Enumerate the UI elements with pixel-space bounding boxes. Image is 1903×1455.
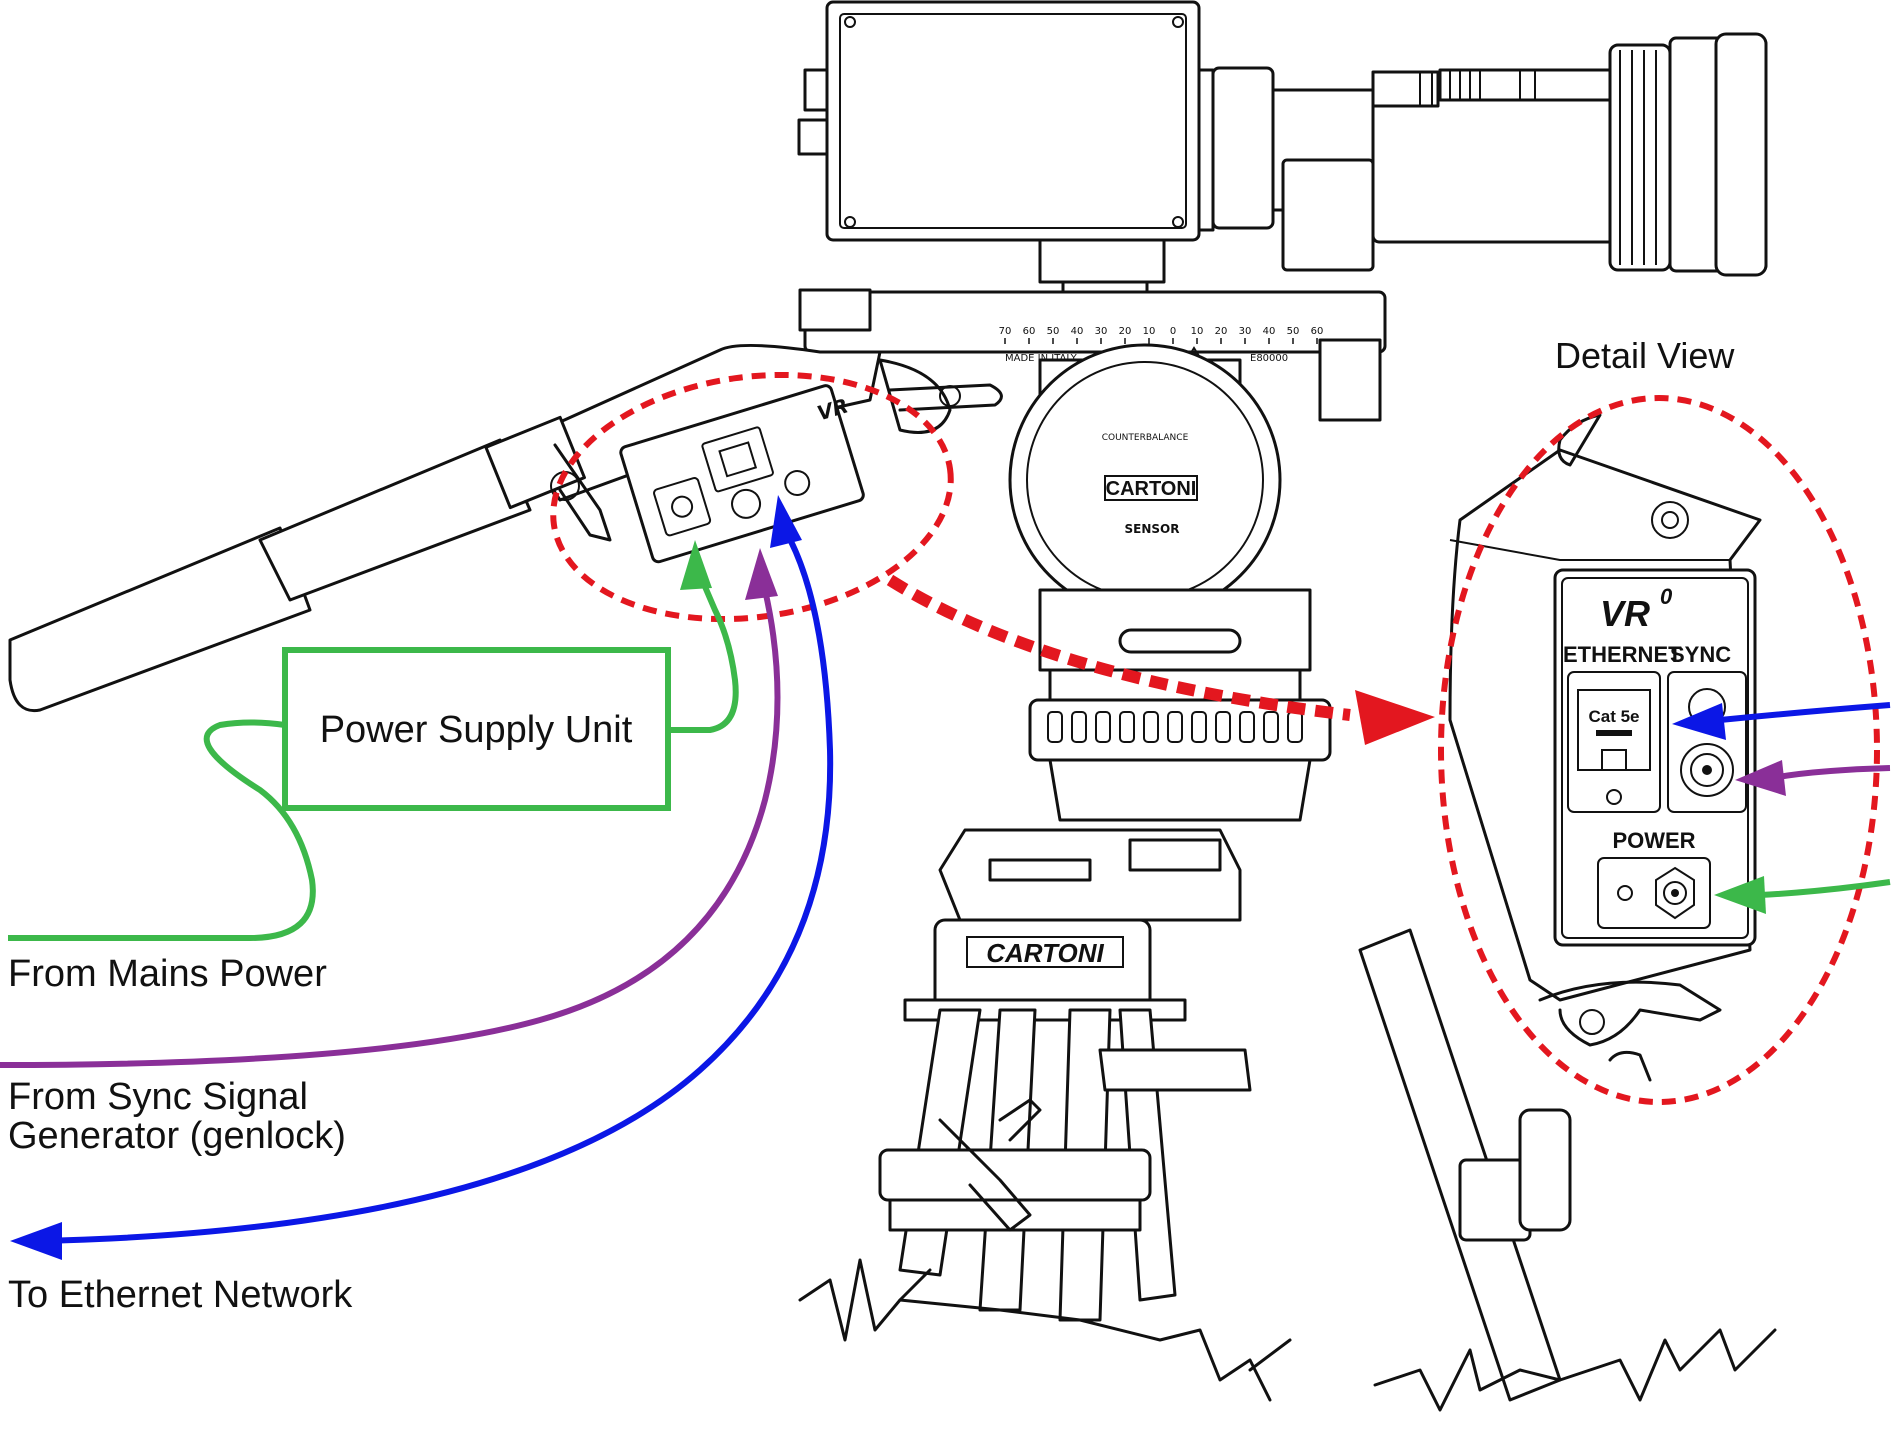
scale-tick-label: 30 (1095, 326, 1108, 337)
power-detail-arrow (1759, 879, 1891, 898)
ethernet-cable (39, 528, 834, 1244)
bnc-connector-icon (1680, 743, 1734, 797)
tripod-brand-label: CARTONI (986, 938, 1104, 968)
model-label: E80000 (1250, 353, 1288, 364)
pan-bar-icon (8, 343, 1003, 713)
scale-ticks: 70 60 50 40 30 20 10 0 10 20 30 40 50 60 (999, 326, 1324, 344)
arrow-head-icon (1735, 760, 1786, 796)
ethernet-label: ETHERNET (1563, 642, 1682, 667)
scale-tick-label: 50 (1047, 326, 1060, 337)
lens-icon (1211, 32, 1768, 277)
scale-tick-label: 10 (1191, 326, 1204, 337)
sync-cable (0, 589, 781, 1068)
scale-tick-label: 0 (1170, 326, 1176, 337)
detail-view-title: Detail View (1555, 335, 1735, 376)
scale-tick-label: 20 (1119, 326, 1132, 337)
scale-tick-label: 20 (1215, 326, 1228, 337)
power-supply-label: Power Supply Unit (320, 709, 633, 751)
power-supply-unit: Power Supply Unit (282, 647, 671, 811)
cables (0, 495, 1891, 1260)
counterbalance-label: COUNTERBALANCE (1102, 433, 1189, 443)
scale-tick-label: 10 (1143, 326, 1156, 337)
psu-to-device-cable (668, 573, 739, 733)
arrow-head-icon (10, 1222, 62, 1260)
scale-tick-label: 60 (1311, 326, 1324, 337)
ethernet-detail-arrow (1719, 702, 1891, 723)
sync-detail-arrow (1777, 765, 1891, 780)
power-socket-icon (1597, 857, 1711, 929)
arrow-head-icon (745, 548, 778, 600)
sync-label: SYNC (1670, 642, 1731, 667)
head-brand-label: CARTONI (1106, 478, 1197, 500)
sync-label-line2: Generator (genlock) (8, 1115, 346, 1157)
ethernet-network-label: To Ethernet Network (8, 1274, 353, 1316)
mains-cable (8, 719, 316, 941)
sensor-label: SENSOR (1125, 522, 1180, 536)
camera-body-icon (797, 0, 1215, 294)
arrow-head-icon (1714, 876, 1766, 914)
scale-tick-label: 40 (1263, 326, 1276, 337)
scale-tick-label: 50 (1287, 326, 1300, 337)
detail-highlight (550, 371, 1880, 1105)
detail-device: VR 0 ETHERNET SYNC Cat 5e POWER (1448, 413, 1762, 1082)
arrow-head-icon (1355, 690, 1435, 745)
mains-label: From Mains Power (8, 953, 327, 995)
port-label: Cat 5e (1588, 707, 1639, 726)
sync-label-line1: From Sync Signal (8, 1076, 308, 1118)
arrow-head-icon (680, 540, 712, 590)
scale-tick-label: 40 (1071, 326, 1084, 337)
device-brand-sup: 0 (1660, 584, 1673, 609)
device-brand: VR (1600, 593, 1650, 634)
scale-tick-label: 30 (1239, 326, 1252, 337)
scale-tick-label: 60 (1023, 326, 1036, 337)
vr-device-small: VR (619, 384, 865, 564)
tripod-icon: CARTONI (798, 828, 1777, 1412)
rj45-port-icon: Cat 5e (1567, 671, 1661, 813)
arrow-head-icon (1672, 703, 1726, 740)
power-label: POWER (1612, 828, 1695, 853)
scale-tick-label: 70 (999, 326, 1012, 337)
arrow-head-icon (770, 495, 802, 548)
